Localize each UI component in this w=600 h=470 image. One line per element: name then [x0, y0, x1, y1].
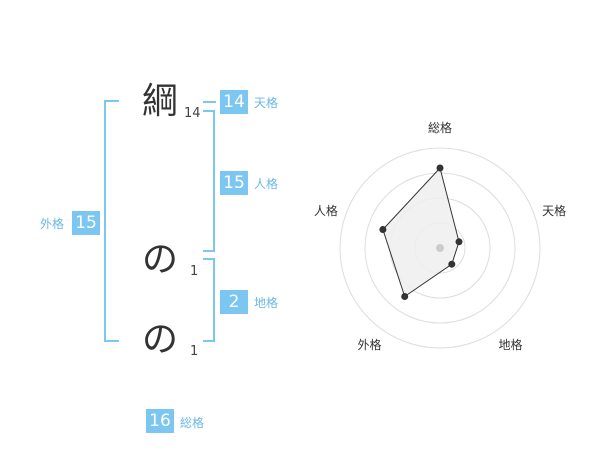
- name-char-2: の: [141, 239, 178, 280]
- tenkaku-label: 天格: [254, 96, 279, 110]
- radar-center-dot: [436, 244, 444, 252]
- chikaku-label: 地格: [254, 296, 279, 310]
- jinkaku-bracket: [203, 110, 215, 252]
- radar-axis-label: 天格: [542, 203, 566, 218]
- radar-series-area: [382, 166, 460, 298]
- name-char-1: 綱: [141, 81, 178, 122]
- stroke-count-2: 1: [190, 264, 199, 279]
- radar-axis-label: 地格: [498, 337, 522, 352]
- radar-axis-label: 総格: [428, 120, 452, 135]
- radar-axis-label: 外格: [357, 337, 381, 352]
- radar-point-3: [448, 260, 456, 268]
- gaikaku-value: 15: [72, 211, 100, 235]
- tenkaku-connector: [203, 101, 216, 103]
- stroke-count-3: 1: [190, 344, 199, 359]
- jinkaku-label: 人格: [254, 177, 279, 191]
- soukaku-value: 16: [146, 409, 174, 433]
- chikaku-value: 2: [220, 290, 248, 314]
- gaikaku-bracket: [104, 100, 119, 342]
- stroke-count-1: 14: [184, 106, 201, 121]
- radar-point-1: [436, 164, 444, 172]
- radar-point-4: [401, 293, 409, 300]
- tenkaku-value: 14: [220, 90, 248, 114]
- gaikaku-label: 外格: [40, 217, 65, 231]
- chikaku-bracket: [203, 258, 215, 342]
- radar-point-5: [379, 226, 387, 233]
- soukaku-label: 総格: [180, 416, 205, 430]
- name-char-3: の: [141, 319, 178, 360]
- jinkaku-value: 15: [220, 171, 248, 195]
- radar-point-2: [455, 238, 463, 246]
- radar-axis-label: 人格: [314, 203, 338, 218]
- radar-grid-ring: [339, 147, 541, 349]
